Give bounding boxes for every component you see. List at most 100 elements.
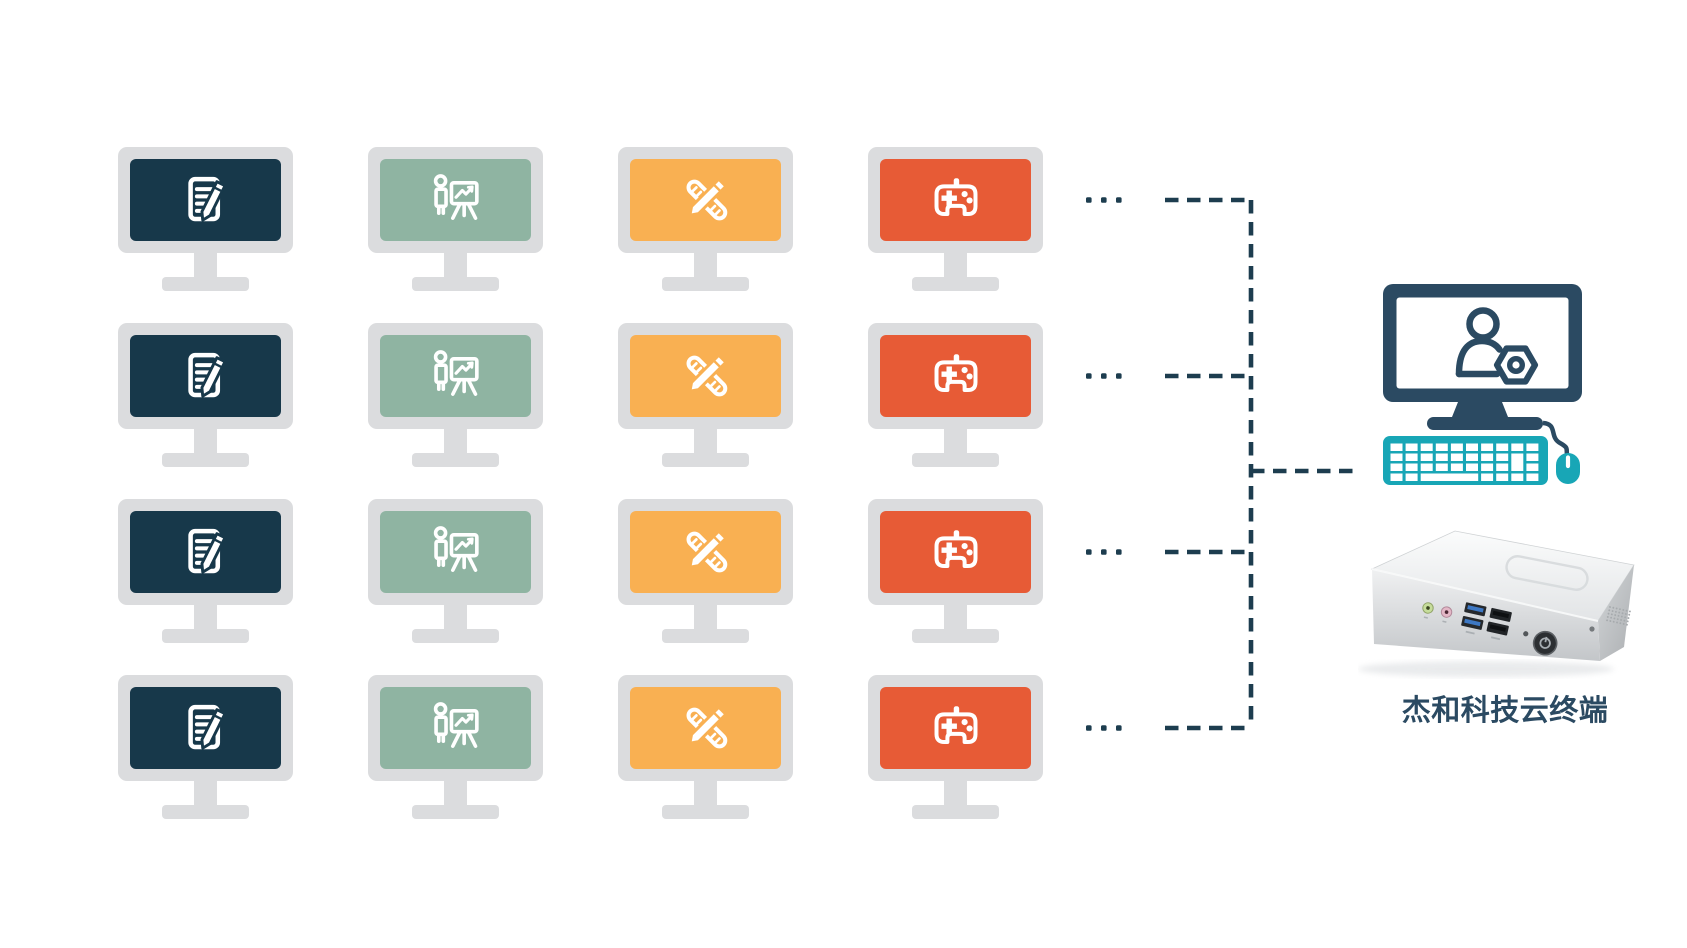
monitor-stand-neck — [194, 781, 217, 807]
monitor-stand-base — [412, 453, 499, 467]
monitor-stand-neck — [194, 605, 217, 631]
gamepad-icon — [934, 706, 977, 745]
gamepad-icon — [934, 530, 977, 569]
ellipsis-dot — [1086, 197, 1092, 203]
monitor-stand-neck — [194, 253, 217, 279]
gamepad-icon — [934, 354, 977, 393]
monitor-stand-base — [412, 805, 499, 819]
monitor-screen — [380, 687, 531, 769]
gamepad-icon — [934, 178, 977, 217]
monitor-stand-base — [912, 453, 999, 467]
monitor-stand-base — [662, 805, 749, 819]
monitor-screen — [880, 159, 1031, 241]
mouse-cable — [1542, 420, 1570, 455]
monitor-stand-neck — [694, 429, 717, 455]
workstation-monitor-design — [618, 323, 793, 467]
ellipsis-dot — [1101, 197, 1107, 203]
workstation-monitor-gaming — [868, 147, 1043, 291]
monitor-stand-base — [162, 453, 249, 467]
presentation-chart-icon — [433, 350, 479, 396]
mini-pc-graphic — [1358, 530, 1635, 677]
ellipsis-dot — [1086, 549, 1092, 555]
document-edit-icon — [187, 352, 226, 398]
keyboard — [1383, 436, 1548, 485]
document-edit-icon — [187, 528, 226, 574]
workstation-monitor-gaming — [868, 499, 1043, 643]
workstation-monitor-presentation — [368, 147, 543, 291]
presentation-chart-icon — [433, 174, 479, 220]
monitor-stand-base — [162, 629, 249, 643]
monitor-stand-neck — [694, 781, 717, 807]
workstation-monitor-office — [118, 147, 293, 291]
monitor-stand-neck — [944, 429, 967, 455]
monitor-stand-base — [162, 277, 249, 291]
monitor-screen — [380, 335, 531, 417]
reset-hole — [1523, 631, 1529, 637]
monitor-screen — [880, 687, 1031, 769]
admin-monitor-stand — [1427, 402, 1543, 430]
monitor-stand-neck — [944, 253, 967, 279]
device-label: 杰和科技云终端 — [1401, 695, 1609, 727]
monitor-screen — [880, 335, 1031, 417]
workstation-monitor-design — [618, 499, 793, 643]
mouse — [1556, 453, 1580, 484]
workstation-monitor-office — [118, 675, 293, 819]
monitor-screen — [630, 159, 781, 241]
monitor-stand-base — [662, 629, 749, 643]
monitor-stand-neck — [444, 253, 467, 279]
monitor-screen — [630, 511, 781, 593]
embossed-logo — [1505, 555, 1589, 591]
monitor-stand-neck — [444, 429, 467, 455]
workstation-monitor-presentation — [368, 675, 543, 819]
monitor-screen — [130, 335, 281, 417]
monitor-stand-base — [412, 629, 499, 643]
monitor-screen — [130, 159, 281, 241]
device-shadow — [1358, 661, 1614, 677]
workstation-monitor-office — [118, 499, 293, 643]
monitor-screen — [630, 335, 781, 417]
ellipsis-dot — [1101, 549, 1107, 555]
monitor-screen — [380, 511, 531, 593]
workstation-monitor-gaming — [868, 675, 1043, 819]
front-ports — [1422, 602, 1558, 656]
document-edit-icon — [187, 704, 226, 750]
workstation-monitor-presentation — [368, 499, 543, 643]
monitor-stand-neck — [694, 253, 717, 279]
ellipsis-dot — [1086, 373, 1092, 379]
vent-grid — [1606, 606, 1631, 626]
usb-ports — [1461, 602, 1512, 636]
ruler-pencil-icon — [686, 529, 727, 573]
ellipsis-dot — [1116, 373, 1122, 379]
monitor-stand-neck — [444, 781, 467, 807]
ellipsis-dot — [1116, 197, 1122, 203]
monitor-stand-base — [662, 277, 749, 291]
monitor-stand-base — [912, 629, 999, 643]
workstation-monitor-office — [118, 323, 293, 467]
ellipsis-dot — [1086, 725, 1092, 731]
monitor-stand-neck — [194, 429, 217, 455]
monitor-stand-base — [412, 277, 499, 291]
presentation-chart-icon — [433, 702, 479, 748]
monitor-stand-base — [662, 453, 749, 467]
monitor-screen — [630, 687, 781, 769]
workstation-monitor-gaming — [868, 323, 1043, 467]
ellipsis-dot — [1101, 725, 1107, 731]
device-right-face — [1598, 565, 1634, 661]
monitor-stand-base — [912, 277, 999, 291]
workstation-monitor-design — [618, 147, 793, 291]
workstation-monitor-design — [618, 675, 793, 819]
monitor-stand-neck — [694, 605, 717, 631]
ruler-pencil-icon — [686, 177, 727, 221]
ruler-pencil-icon — [686, 353, 727, 397]
monitor-stand-base — [162, 805, 249, 819]
presentation-chart-icon — [433, 526, 479, 572]
monitor-stand-neck — [444, 605, 467, 631]
admin-computer-graphic — [1383, 284, 1582, 485]
monitor-screen — [130, 511, 281, 593]
admin-computer — [1370, 278, 1600, 493]
ruler-pencil-icon — [686, 705, 727, 749]
ellipsis-dot — [1116, 725, 1122, 731]
